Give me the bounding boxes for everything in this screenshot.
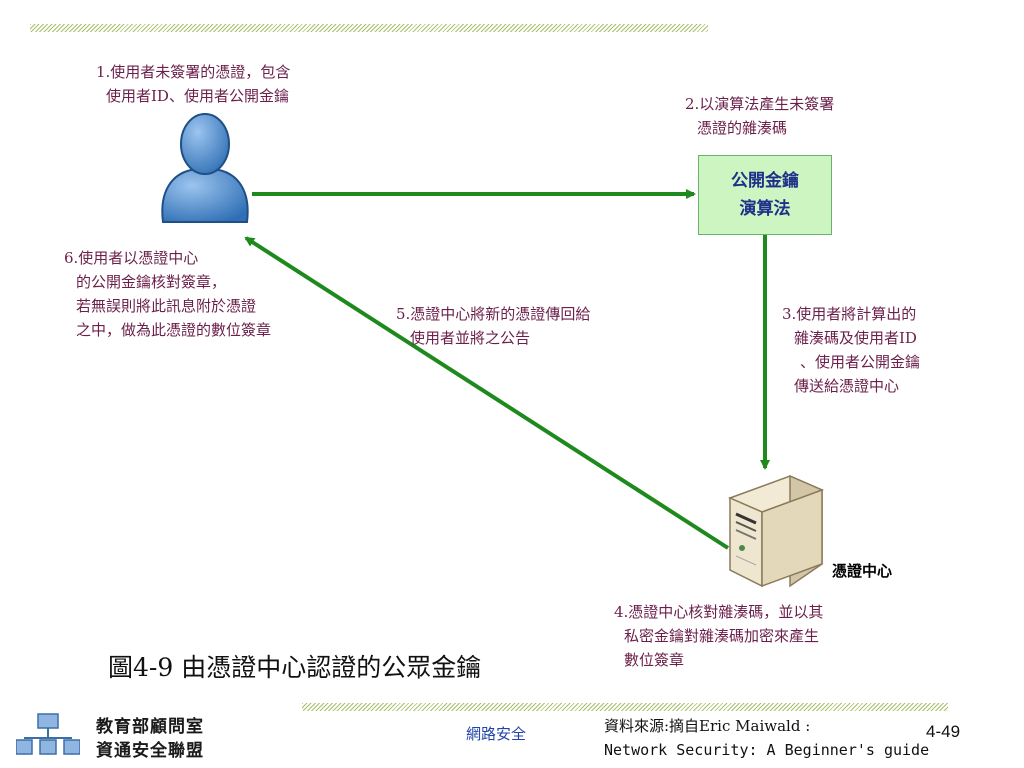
step-3-line-3: 、使用者公開金鑰 [800, 353, 921, 371]
step-6-line-3: 若無誤則將此訊息附於憑證 [76, 297, 257, 315]
step-4-line-2: 私密金鑰對雜湊碼加密來產生 [624, 627, 820, 645]
step-2-line-2: 憑證的雜湊碼 [697, 119, 788, 137]
step-6-line-4: 之中，做為此憑證的數位簽章 [76, 321, 272, 339]
step-4-line-1: 4.憑證中心核對雜湊碼，並以其 [614, 603, 824, 621]
step-2-line-1: 2.以演算法產生未簽署 [685, 95, 835, 113]
step-6-line-2: 的公開金鑰核對簽章， [76, 273, 227, 291]
org-name-line-2: 資通安全聯盟 [96, 741, 204, 761]
step-3-text: 3.使用者將計算出的 雜湊碼及使用者ID 、使用者公開金鑰 傳送給憑證中心 [782, 302, 920, 398]
step-3-line-4: 傳送給憑證中心 [794, 377, 900, 395]
step-4-text: 4.憑證中心核對雜湊碼，並以其 私密金鑰對雜湊碼加密來產生 數位簽章 [614, 600, 823, 672]
public-key-algorithm-box: 公開金鑰 演算法 [698, 155, 832, 235]
step-1-line-1: 1.使用者未簽署的憑證，包含 [96, 63, 291, 81]
figure-caption: 圖4-9 由憑證中心認證的公眾金鑰 [108, 653, 482, 682]
step-3-line-1: 3.使用者將計算出的 [782, 305, 917, 323]
certificate-authority-label: 憑證中心 [832, 562, 893, 580]
org-name-line-1: 教育部顧問室 [96, 717, 204, 737]
page-number: 4-49 [926, 722, 961, 741]
step-1-line-2: 使用者ID、使用者公開金鑰 [106, 87, 289, 105]
step-1-text: 1.使用者未簽署的憑證，包含 使用者ID、使用者公開金鑰 [96, 60, 290, 108]
step-5-line-1: 5.憑證中心將新的憑證傳回給 [396, 305, 591, 323]
course-title: 網路安全 [466, 725, 527, 743]
step-2-text: 2.以演算法產生未簽署 憑證的雜湊碼 [685, 92, 834, 140]
step-3-line-2: 雜湊碼及使用者ID [794, 329, 917, 347]
server-icon [727, 474, 825, 588]
step-5-line-2: 使用者並將之公告 [410, 329, 531, 347]
step-6-text: 6.使用者以憑證中心 的公開金鑰核對簽章， 若無誤則將此訊息附於憑證 之中，做為… [64, 246, 271, 342]
algorithm-box-line2: 演算法 [739, 199, 791, 219]
footer-hatch-bar [302, 703, 948, 711]
step-6-line-1: 6.使用者以憑證中心 [64, 249, 199, 267]
top-hatch-bar [30, 24, 708, 32]
step-5-text: 5.憑證中心將新的憑證傳回給 使用者並將之公告 [396, 302, 590, 350]
step-4-line-3: 數位簽章 [624, 651, 685, 669]
network-logo-icon [16, 713, 80, 755]
source-line-1: 資料來源:摘自Eric Maiwald : [604, 717, 811, 735]
arrow-ca-to-user [244, 236, 730, 550]
source-line-2: Network Security: A Beginner's guide [604, 741, 930, 759]
source-citation: 資料來源:摘自Eric Maiwald : Network Security: … [604, 714, 929, 762]
user-icon [161, 113, 249, 223]
algorithm-box-line1: 公開金鑰 [731, 171, 799, 191]
